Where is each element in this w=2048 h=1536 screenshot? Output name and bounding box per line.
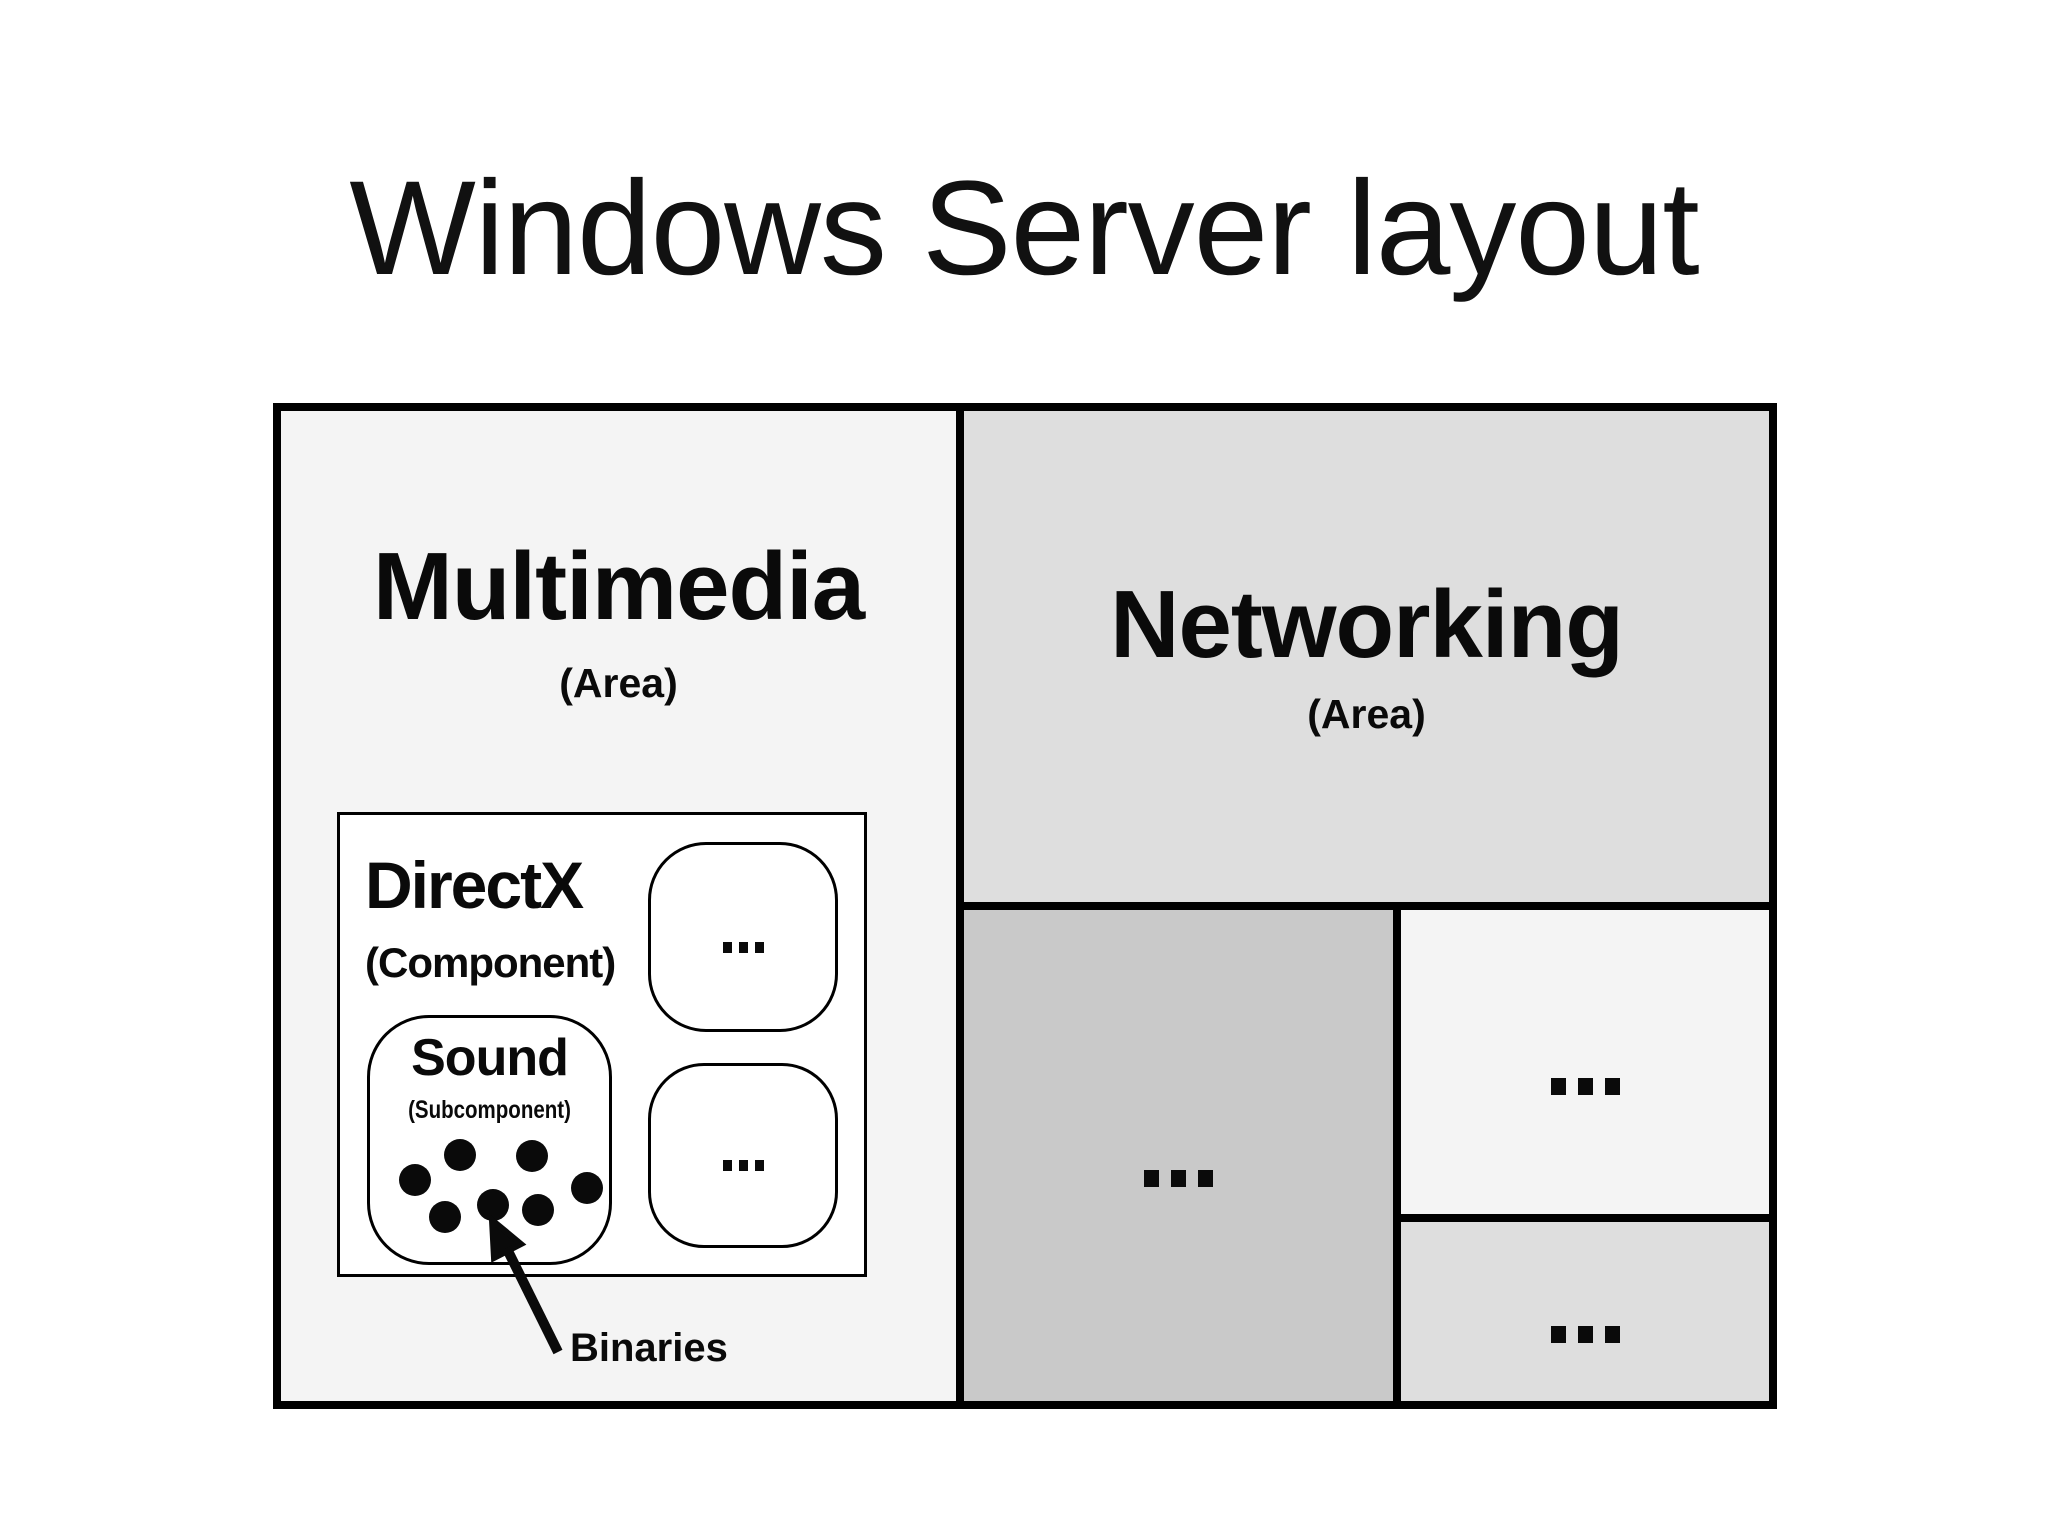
slide-title: Windows Server layout xyxy=(349,154,1699,303)
binaries-annotation-label: Binaries xyxy=(570,1326,728,1370)
multimedia-label: Multimedia xyxy=(372,533,865,640)
binary-dot xyxy=(399,1164,431,1196)
placeholder-subcomponent-box-bottom xyxy=(648,1063,838,1248)
directx-type-label: (Component) xyxy=(365,939,616,986)
sound-label: Sound xyxy=(411,1029,569,1087)
binary-dot xyxy=(516,1140,548,1172)
binary-dot xyxy=(522,1194,554,1226)
region-placeholder-right-top xyxy=(1401,910,1769,1214)
ellipsis-icon xyxy=(1550,1326,1620,1343)
binary-dot xyxy=(444,1139,476,1171)
windows-server-treemap: Multimedia (Area) DirectX (Component) So… xyxy=(273,403,1777,1409)
region-placeholder-right-bottom xyxy=(1401,1222,1769,1401)
binary-dot xyxy=(571,1172,603,1204)
sound-type-label: (Subcomponent) xyxy=(408,1096,571,1124)
binary-dot xyxy=(477,1189,509,1221)
ellipsis-row xyxy=(1401,1326,1769,1343)
region-placeholder-bottom-left xyxy=(964,910,1393,1401)
binaries-dots xyxy=(370,1018,609,1262)
networking-type-label: (Area) xyxy=(1307,691,1426,737)
ellipsis-icon xyxy=(722,941,764,953)
multimedia-type-label: (Area) xyxy=(559,660,678,706)
region-networking: Networking (Area) xyxy=(964,411,1769,902)
ellipsis-icon xyxy=(1550,1078,1620,1095)
ellipsis-row xyxy=(1401,1078,1769,1095)
sound-subcomponent-box: Sound (Subcomponent) xyxy=(367,1015,612,1265)
directx-label: DirectX xyxy=(365,848,584,922)
ellipsis-row xyxy=(964,1170,1393,1187)
directx-component-box: DirectX (Component) Sound (Subcomponent) xyxy=(337,812,867,1277)
placeholder-subcomponent-box-top xyxy=(648,842,838,1032)
networking-label: Networking xyxy=(1110,571,1624,678)
binary-dot xyxy=(429,1201,461,1233)
region-multimedia: Multimedia (Area) DirectX (Component) So… xyxy=(281,411,956,1401)
ellipsis-icon xyxy=(1144,1170,1213,1187)
ellipsis-icon xyxy=(722,1160,764,1171)
